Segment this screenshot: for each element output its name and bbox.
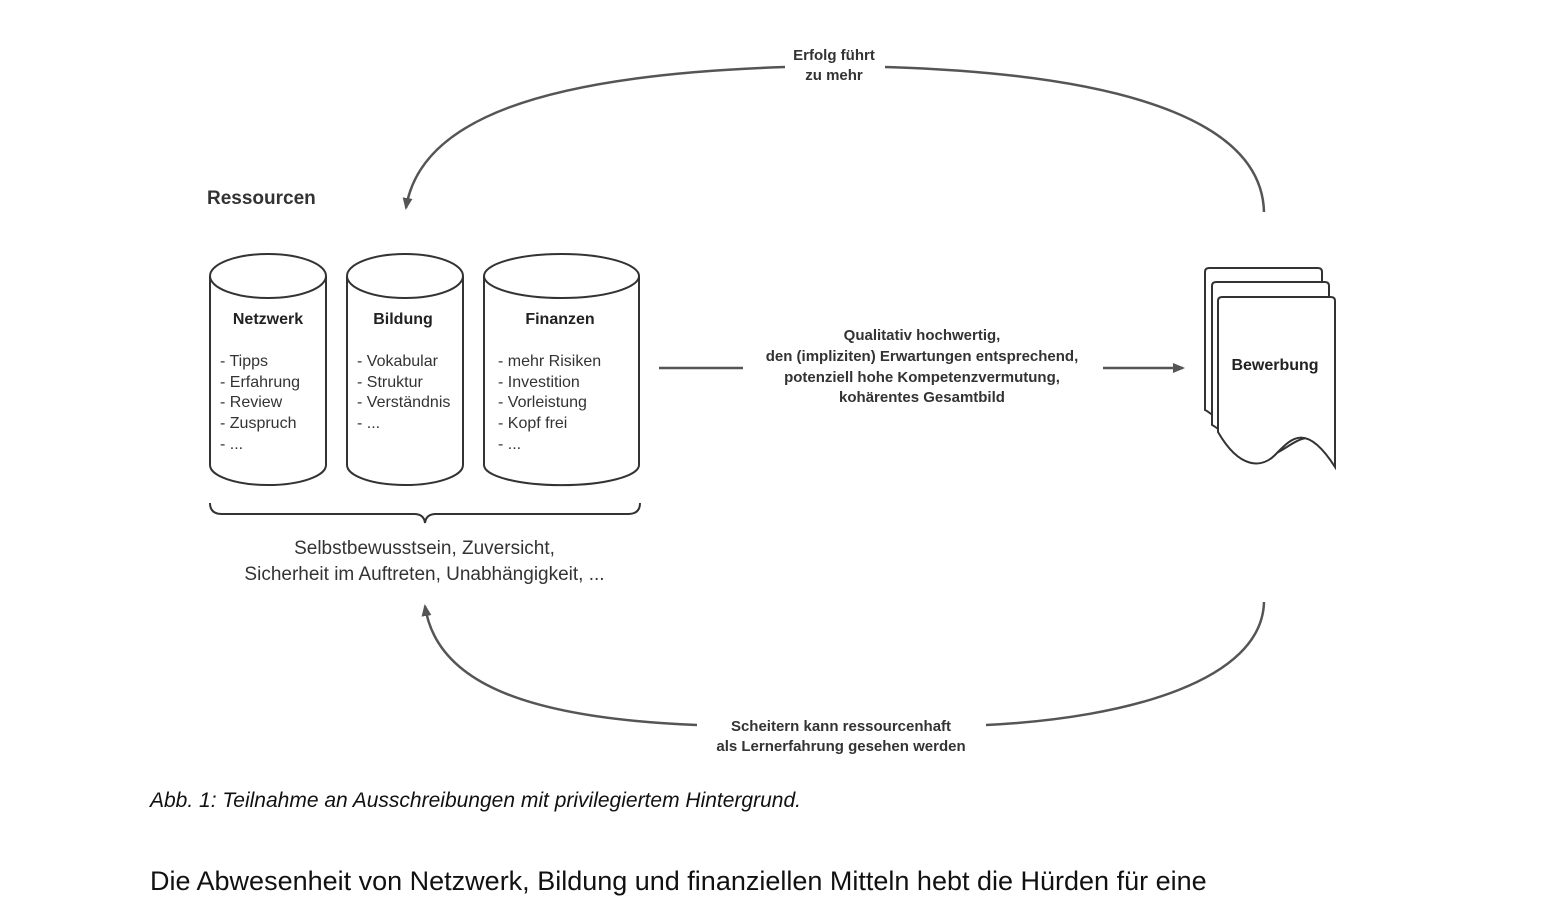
middle-arrow-label-line: kohärentes Gesamtbild — [839, 389, 1005, 406]
cylinder-title: Finanzen — [525, 311, 594, 328]
cylinder-title: Netzwerk — [233, 311, 303, 328]
bottom-arrow-label-line: Scheitern kann ressourcenhaft — [731, 718, 951, 735]
cylinder-finanzen: Finanzen - mehr Risiken - Investition - … — [483, 253, 640, 487]
bottom-arrow-label-line: als Lernerfahrung gesehen werden — [716, 738, 965, 755]
top-arrow-label-line: zu mehr — [805, 67, 863, 84]
curly-brace — [209, 502, 641, 524]
cylinder-item: - Vorleistung — [498, 394, 587, 411]
document-label: Bewerbung — [1231, 357, 1318, 374]
cylinder-netzwerk: Netzwerk - Tipps - Erfahrung - Review - … — [209, 253, 327, 486]
cylinder-item: - Verständnis — [357, 394, 450, 411]
brace-text: Selbstbewusstsein, Zuversicht, Sicherhei… — [212, 536, 637, 588]
cylinder-item: - ... — [220, 436, 243, 453]
top-arrow-label-line: Erfolg führt — [793, 47, 875, 64]
bottom-arrow: Scheitern kann ressourcenhaft als Lerner… — [421, 601, 1266, 755]
cylinder-bildung: Bildung - Vokabular - Struktur - Verstän… — [346, 253, 464, 486]
figure-caption: Abb. 1: Teilnahme an Ausschreibungen mit… — [150, 789, 801, 812]
cylinder-item: - Zuspruch — [220, 415, 296, 432]
cylinder-item: - Investition — [498, 374, 580, 391]
middle-arrow-label-line: potenziell hohe Kompetenzvermutung, — [784, 369, 1060, 386]
cylinder-title: Bildung — [373, 311, 433, 328]
cylinder-item: - Tipps — [220, 353, 268, 370]
document-stack: Bewerbung — [1204, 267, 1336, 471]
cylinder-item: - ... — [357, 415, 380, 432]
cylinder-item: - Review — [220, 394, 283, 411]
body-paragraph: Die Abwesenheit von Netzwerk, Bildung un… — [150, 866, 1207, 896]
cylinder-item: - mehr Risiken — [498, 353, 601, 370]
brace-text-line: Selbstbewusstsein, Zuversicht, — [294, 538, 555, 559]
cylinder-item: - Erfahrung — [220, 374, 300, 391]
cylinder-item: - ... — [498, 436, 521, 453]
cylinder-item: - Kopf frei — [498, 415, 567, 432]
cylinder-item: - Vokabular — [357, 353, 439, 370]
cylinder-item: - Struktur — [357, 374, 423, 391]
brace-text-line: Sicherheit im Auftreten, Unabhängigkeit,… — [244, 564, 605, 585]
top-arrow: Erfolg führt zu mehr — [402, 47, 1266, 213]
middle-arrow-label-line: Qualitativ hochwertig, — [844, 327, 1001, 344]
middle-arrow-label-line: den (impliziten) Erwartungen entsprechen… — [766, 348, 1079, 365]
middle-arrow: Qualitativ hochwertig, den (impliziten) … — [659, 327, 1185, 406]
resources-title: Ressourcen — [207, 188, 316, 209]
